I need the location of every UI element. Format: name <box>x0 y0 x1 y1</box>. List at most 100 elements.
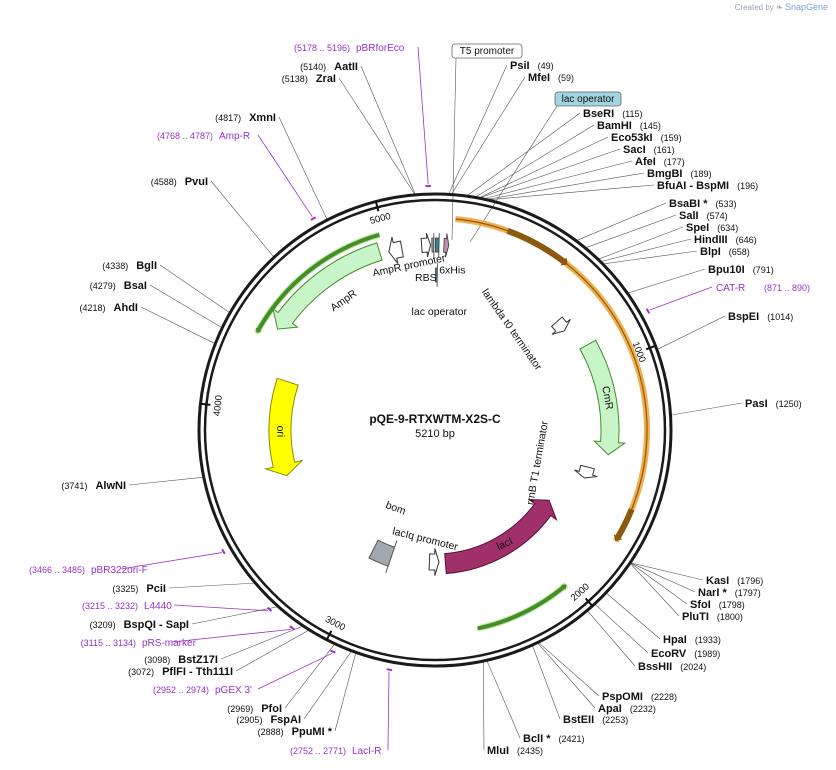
site-position: (196) <box>737 181 758 191</box>
site-leader-line <box>630 563 680 617</box>
site-hindiii: HindIII(646) <box>694 234 757 246</box>
backbone-inner-strand <box>203 198 667 662</box>
credit-brand: SnapGene <box>784 2 828 12</box>
site-mlui: MluI(2435) <box>487 745 543 757</box>
site-bamhi: BamHI(145) <box>597 120 661 132</box>
site-name: Eco53kI <box>611 132 653 144</box>
primer-range: (3215 .. 3232) <box>82 601 138 611</box>
site-position: (4817) <box>215 113 241 123</box>
site-apai: ApaI (2232) <box>598 703 656 715</box>
primer-prs-marker: pRS-marker(3115 .. 3134) <box>81 625 295 649</box>
site-position: (3325) <box>112 584 138 594</box>
site-leader-line <box>191 606 278 625</box>
cds-highlight-arc <box>455 216 650 543</box>
feature-label-rbs: RBS <box>415 272 437 284</box>
site-leader-line <box>598 226 684 260</box>
site-xmni: XmnI(4817) <box>215 112 276 124</box>
site-position: (658) <box>729 247 750 257</box>
site-position: (2888) <box>258 727 284 737</box>
site-name: PfoI <box>261 703 282 715</box>
site-leader-line <box>630 562 696 593</box>
primer-pbrforeco: pBRforEco (5178 .. 5196) <box>294 43 431 188</box>
site-name: NarI * <box>698 587 727 599</box>
site-position: (3072) <box>128 667 154 677</box>
site-name: PvuI <box>185 176 208 188</box>
site-name: BclI * <box>523 733 551 745</box>
t5-promoter-arrow <box>420 233 432 258</box>
site-leader-line <box>220 626 303 660</box>
primer-name: pBRforEco <box>356 43 405 54</box>
laci-highlight-arrow <box>477 584 567 631</box>
site-leader-line <box>303 651 352 720</box>
site-leader-line <box>601 238 692 262</box>
site-name: PasI <box>745 398 768 410</box>
tick-label: 4000 <box>212 395 225 417</box>
site-leader-line <box>595 604 649 654</box>
snapgene-logo-icon: ❧ <box>776 3 783 12</box>
tick-mark <box>645 344 657 351</box>
ampr-promoter-arrow <box>388 237 404 264</box>
feature-label-lambda: lambda t0 terminator <box>479 287 544 373</box>
site-bsteii: BstEII(2253) <box>563 714 628 726</box>
primer-range: (3466 .. 3485) <box>29 565 85 575</box>
site-leader-line <box>476 124 595 197</box>
site-leader-line <box>657 315 726 350</box>
bom-block <box>368 539 398 573</box>
feature-box-label: lac operator <box>562 94 615 105</box>
boxed-feature-leader <box>451 57 457 241</box>
site-leader-line <box>128 476 203 486</box>
feature-label-ori: ori <box>274 426 286 438</box>
site-name: AatII <box>334 61 358 73</box>
rrnb-terminator-arrow <box>574 464 598 479</box>
site-position: (1798) <box>719 600 745 610</box>
boxed-feature-lac-operator: lac operator <box>554 91 622 107</box>
site-position: (2905) <box>236 715 262 725</box>
boxed-feature-leader <box>469 105 558 243</box>
primer-name: pBR322ori-F <box>91 565 148 576</box>
site-leader-line <box>334 653 356 732</box>
site-leader-line <box>482 662 485 751</box>
site-position: (1014) <box>767 312 793 322</box>
site-leader-line <box>538 642 600 697</box>
site-eco53ki: Eco53kI(159) <box>611 132 682 144</box>
site-name: SfoI <box>690 599 711 611</box>
site-name: BamHI <box>597 120 632 132</box>
site-leader-line <box>490 184 655 200</box>
site-name: ApaI <box>598 703 622 715</box>
site-hpai: HpaI(1933) <box>663 634 721 646</box>
primer-marker <box>310 216 317 221</box>
ampr-arrow <box>272 242 383 330</box>
site-pcii: PciI(3325) <box>112 583 166 595</box>
primer-pgex-3: pGEX 3'(2952 .. 2974) <box>153 649 336 696</box>
site-pluti: PluTI(1800) <box>682 611 743 623</box>
site-leader-line <box>284 644 335 709</box>
primer-marker <box>386 668 393 672</box>
site-name: SalI <box>679 210 699 222</box>
site-ahdi: AhdI(4218) <box>80 302 138 314</box>
primer-name: CAT-R <box>716 283 745 294</box>
rbs-block <box>431 233 435 257</box>
primer-cat-r: CAT-R(871 .. 890) <box>645 283 810 314</box>
lac-operator-block-top <box>435 233 440 257</box>
site-leader-line <box>451 76 526 194</box>
site-ppumi: PpuMI *(2888) <box>258 726 333 738</box>
primer-leader-line <box>257 653 333 690</box>
site-leader-line <box>671 402 743 416</box>
primer-name: pRS-marker <box>142 638 197 649</box>
site-ecorv: EcoRV(1989) <box>651 648 720 660</box>
tick-mark <box>325 630 333 642</box>
site-blpi: BlpI(658) <box>700 246 750 258</box>
site-leader-line <box>235 630 309 672</box>
site-aatii: AatII(5140) <box>300 61 358 73</box>
primer-range: (5178 .. 5196) <box>294 43 350 53</box>
primer-marker <box>221 548 226 555</box>
site-bgli: BglI(4338) <box>102 260 157 272</box>
site-leader-line <box>467 112 581 196</box>
site-name: AhdI <box>114 302 138 314</box>
primer-leader-line <box>120 552 222 570</box>
site-leader-line <box>168 582 255 589</box>
site-position: (2232) <box>630 704 656 714</box>
primer-pbr322ori-f: pBR322ori-F (3466 .. 3485) <box>29 548 226 576</box>
site-position: (189) <box>690 169 711 179</box>
